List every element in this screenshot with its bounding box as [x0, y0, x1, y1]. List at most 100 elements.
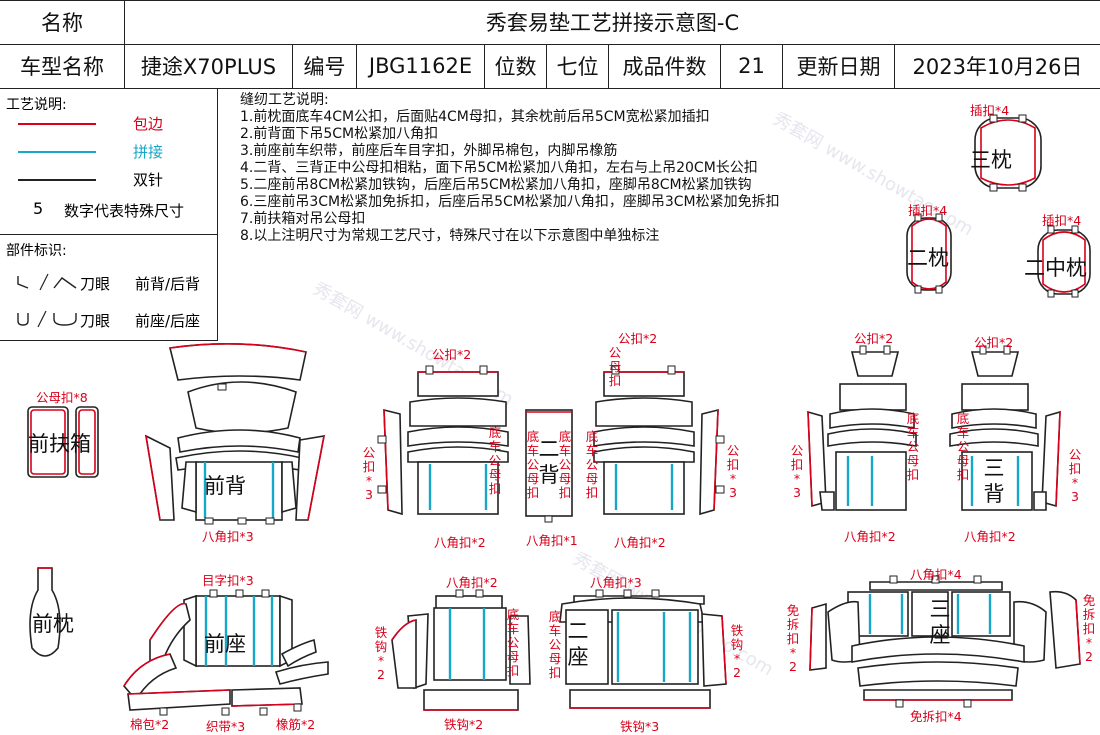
note-line: 1.前枕面底车4CM公扣，后面贴4CM母扣，其余枕前后吊5CM宽松紧加插扣 — [240, 109, 710, 125]
legend-title: 工艺说明: — [6, 97, 67, 113]
seat-value: 七位 — [547, 44, 609, 88]
label-zhidai: 织带*3 — [206, 719, 246, 734]
label-mianbao: 棉包*2 — [130, 717, 170, 732]
label-chakou: 插扣*4 — [970, 103, 1010, 118]
part-label-qian-zuo: 前座 — [204, 632, 246, 656]
label-bajiaokou: 八角扣*2 — [844, 529, 896, 544]
date-label: 更新日期 — [783, 44, 895, 88]
cut-mark-back-label: 刀眼 — [80, 275, 111, 293]
cut-mark-seat-desc: 前座/后座 — [135, 312, 201, 330]
cut-mark-seat-icon — [17, 310, 77, 328]
label-dichegongmukou: 底车公母扣 — [558, 429, 572, 500]
label-gongkou: 公扣*2 — [432, 347, 472, 362]
part-label-qian-bei: 前背 — [204, 474, 246, 498]
part-label-san-zuo: 三座 — [929, 597, 951, 647]
legend-line-red — [18, 123, 96, 125]
note-line: 4.二背、三背正中公母扣相粘，面下吊5CM松紧加八角扣，左右与上吊20CM长公扣 — [240, 160, 758, 176]
label-gongkou: 公扣*3 — [726, 443, 740, 500]
label-bajiaokou: 八角扣*4 — [910, 567, 962, 582]
label-gongkou: 公扣*2 — [974, 335, 1014, 350]
date-value: 2023年10月26日 — [912, 55, 1083, 79]
label-dichegongmukou: 底车公母扣 — [506, 607, 520, 678]
er-zuo-left-piece — [391, 589, 531, 711]
label-gongkou: 公扣*2 — [854, 331, 894, 346]
seat-label: 位数 — [485, 44, 547, 88]
label-gongkou: 公扣*3 — [1068, 447, 1082, 504]
label-dichegongmukou: 底车公母扣 — [956, 411, 970, 482]
label-gongkou: 公扣*3 — [790, 443, 804, 500]
parts-title: 部件标识: — [6, 243, 67, 259]
cut-mark-back-desc: 前背/后背 — [135, 275, 201, 293]
qian-zuo-piece — [123, 589, 329, 716]
label-mianchaikou: 免拆扣*2 — [786, 603, 800, 674]
label-tiegou: 铁钩*2 — [444, 717, 484, 732]
label-xiangjin: 橡筋*2 — [276, 717, 316, 732]
note-line: 3.前座前车织带，前座后车目字扣，外脚吊棉包，内脚吊橡筋 — [240, 143, 618, 159]
label-gongkou: 公扣*3 — [362, 445, 376, 502]
part-label-san-bei: 三背 — [983, 456, 1005, 506]
label-bajiaokou: 八角扣*2 — [446, 575, 498, 590]
label-tiegou: 铁钩*2 — [730, 623, 744, 680]
label-muzikou: 目字扣*3 — [202, 573, 254, 588]
cut-mark-seat-label: 刀眼 — [80, 312, 111, 330]
note-line: 2.前背面下吊5CM松紧加八角扣 — [240, 126, 439, 142]
legend-panel: 工艺说明: 包边 拼接 双针 5 数字代表特殊尺寸 部件标识: 刀眼 前背/后背… — [0, 88, 218, 341]
part-label-qian-fu-xiang: 前扶箱 — [28, 432, 91, 456]
code-label: 编号 — [293, 44, 357, 88]
label-dichegongmukou: 底车公母扣 — [526, 429, 540, 500]
label-dichegongmukou: 底车公母扣 — [548, 609, 562, 680]
san-zhen-piece — [974, 114, 1042, 192]
cut-mark-back-icon — [17, 273, 77, 291]
label-mianchaikou: 免拆扣*2 — [1082, 593, 1096, 664]
part-label-er-zhen: 二枕 — [907, 246, 949, 270]
car-label: 车型名称 — [0, 44, 125, 88]
label-tiegou: 铁钩*3 — [620, 719, 660, 734]
er-zuo-right-piece — [559, 589, 727, 709]
label-dichegongmukou: 底车公母扣 — [488, 425, 502, 496]
er-bei-middle-piece — [525, 409, 573, 523]
label-bajiaokou: 八角扣*2 — [614, 535, 666, 550]
label-bajiaokou: 八角扣*2 — [434, 535, 486, 550]
legend-divider — [0, 234, 218, 235]
label-dichegongmukou: 底车公母扣 — [906, 411, 920, 482]
label-gongmukou: 公母扣*8 — [36, 390, 88, 405]
part-label-qian-zhen: 前枕 — [32, 612, 74, 636]
er-zhong-zhen-piece — [1037, 225, 1091, 298]
name-label: 名称 — [0, 0, 125, 44]
label-bajiaokou: 八角扣*3 — [590, 575, 642, 590]
part-label-er-zuo: 二座 — [567, 619, 589, 669]
legend-line-black — [18, 179, 96, 181]
qian-bei-piece — [144, 343, 326, 525]
label-bajiaokou: 八角扣*3 — [202, 529, 254, 544]
part-label-er-zhong-zhen: 二中枕 — [1024, 256, 1087, 280]
qian-fu-xiang-piece — [27, 406, 99, 478]
note-line: 5.二座前吊8CM松紧加铁钩，后座后吊5CM松紧加八角扣，座脚吊8CM松紧加铁钩 — [240, 177, 752, 193]
label-chakou: 插扣*4 — [1042, 213, 1082, 228]
page-title: 秀套易垫工艺拼接示意图-C — [485, 11, 740, 35]
note-line: 8.以上注明尺寸为常规工艺尺寸，特殊尺寸在以下示意图中单独标注 — [240, 228, 660, 244]
label-mianchaikou: 免拆扣*4 — [910, 709, 962, 724]
san-bei-right-piece — [949, 345, 1061, 511]
legend-label-blue: 拼接 — [133, 143, 164, 161]
legend-label-black: 双针 — [133, 171, 164, 189]
label-gongmukou: 公母扣 — [608, 345, 622, 388]
part-label-er-bei: 二背 — [538, 437, 560, 487]
san-zuo-piece — [809, 575, 1081, 708]
san-bei-left-piece — [807, 345, 917, 511]
count-value: 21 — [721, 44, 783, 88]
er-bei-right-piece — [593, 365, 725, 516]
note-line: 7.前扶箱对吊公母扣 — [240, 211, 366, 227]
notes-title: 缝纫工艺说明: — [240, 92, 329, 108]
legend-line-blue — [18, 151, 96, 153]
size-digit: 5 — [33, 199, 44, 218]
header-table: 名称 秀套易垫工艺拼接示意图-C 车型名称 捷途X70PLUS 编号 JBG11… — [0, 0, 1100, 89]
count-label: 成品件数 — [609, 44, 721, 88]
note-line: 6.三座前吊3CM松紧加免拆扣，后座后吊5CM松紧加八角扣，座脚吊3CM松紧加免… — [240, 194, 780, 210]
label-bajiaokou: 八角扣*2 — [964, 529, 1016, 544]
part-label-san-zhen: 三枕 — [970, 148, 1012, 172]
er-zhen-piece — [906, 213, 952, 294]
qian-zhen-piece — [29, 567, 61, 657]
legend-label-red: 包边 — [133, 115, 164, 133]
label-gongkou: 公扣*2 — [618, 331, 658, 346]
code-value: JBG1162E — [357, 44, 485, 88]
